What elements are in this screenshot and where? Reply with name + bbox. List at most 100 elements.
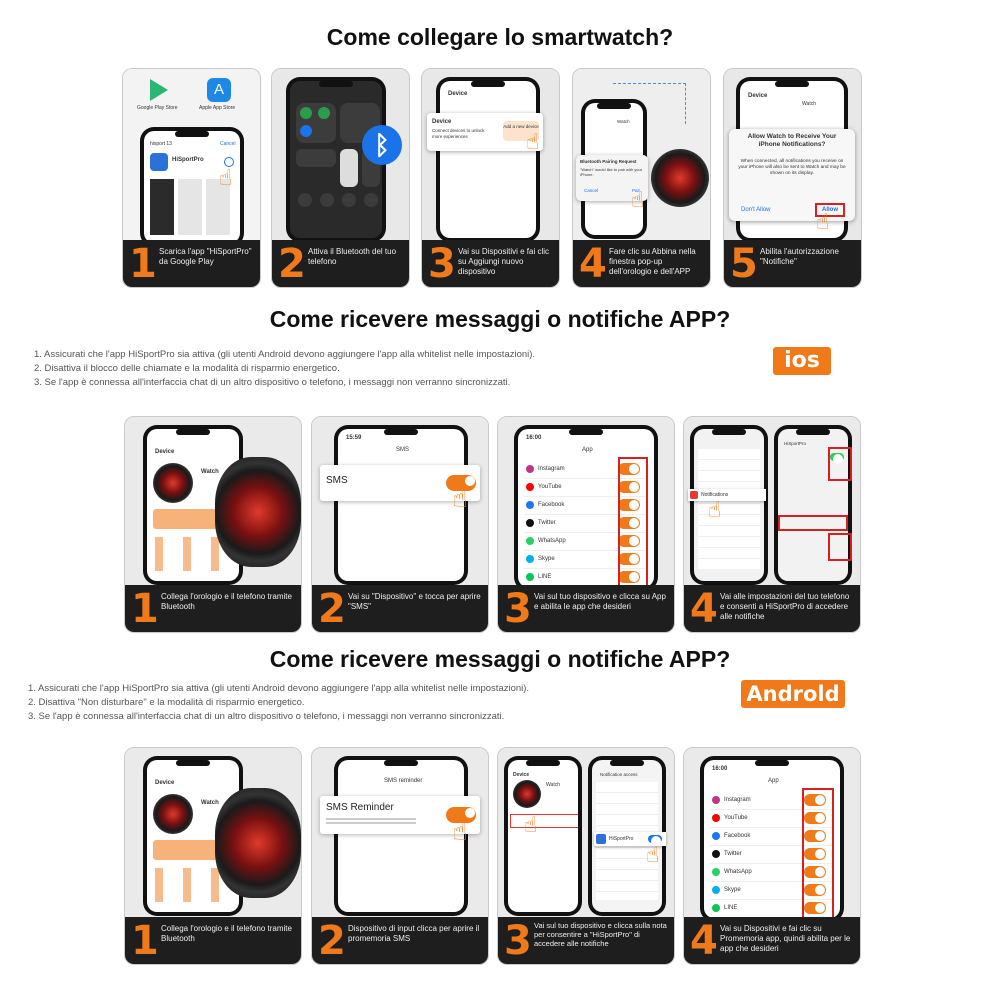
note-1: 1. Assicurati che l'app HiSportPro sia a…	[28, 683, 530, 694]
screen-title: Notification access	[600, 772, 638, 777]
app-preview-1	[150, 179, 174, 235]
device-header: Device	[513, 772, 530, 778]
android-step-3: Device Watch ☝ Notification access HiSpo…	[497, 747, 675, 965]
app-toggle[interactable]	[804, 794, 826, 806]
hisportpro-access-row[interactable]: HiSportPro	[594, 832, 666, 846]
app-toggle[interactable]	[618, 553, 640, 565]
allow-notifications-toggle[interactable]	[830, 453, 844, 464]
step-screenshot: Device Watch ☝ Notification access HiSpo…	[498, 748, 674, 917]
app-icon	[526, 537, 534, 545]
app-label: Instagram	[724, 797, 751, 803]
alerts-highlight	[778, 515, 848, 531]
dont-allow-button[interactable]: Don't Allow	[741, 207, 771, 213]
screen-title: App	[582, 447, 593, 453]
step-text: Abilita l'autorizzazione "Notifiche"	[760, 247, 839, 266]
note-2: 2. Disattiva il blocco delle chiamate e …	[34, 363, 340, 374]
step-text: Scarica l'app "HiSportPro" da Google Pla…	[159, 247, 252, 266]
pairing-cancel-button[interactable]: Cancel	[584, 188, 599, 193]
watch-label: Watch	[617, 119, 630, 124]
step-text: Dispositivo di input clicca per aprire i…	[348, 924, 480, 943]
airdrop-icon	[300, 125, 312, 137]
step-text: Fare clic su Abbina nella finestra pop-u…	[609, 247, 696, 276]
app-toggle[interactable]	[618, 499, 640, 511]
step-number: 2	[318, 586, 346, 632]
step-screenshot: Google Play Store A Apple App Store hisp…	[123, 69, 260, 240]
step-screenshot: Device Watch	[125, 417, 301, 585]
note-3: 3. Se l'app è connessa all'interfaccia c…	[34, 377, 511, 388]
ios-step-4: Notifications ☝ HiSportPro 4 Vai alle im…	[683, 416, 861, 633]
screen-title: App	[768, 778, 779, 784]
step-caption: 1 Collega l'orologio e il telefono trami…	[125, 917, 301, 964]
add-new-device-button[interactable]: Add a new device	[503, 121, 539, 141]
app-toggle[interactable]	[618, 463, 640, 475]
app-row: Twitter	[710, 846, 834, 864]
tap-hand-icon: ☝	[816, 209, 830, 234]
connect-step-5: Device Watch Allow Watch to Receive Your…	[723, 68, 862, 288]
step-caption: 4 Vai su Dispositivi e fai clic su Prome…	[684, 917, 860, 964]
app-toggle[interactable]	[804, 902, 826, 914]
step-caption: 1 Collega l'orologio e il telefono trami…	[125, 585, 301, 632]
watch-thumbnail	[513, 780, 541, 808]
step-caption: 3 Vai su Dispositivi e fai clic su Aggiu…	[422, 240, 559, 287]
app-row: LINE	[524, 569, 648, 585]
phone-sms: 15:59 SMS	[334, 425, 468, 585]
app-toggle[interactable]	[804, 812, 826, 824]
step-screenshot: SMS reminder SMS Reminder ☝	[312, 748, 488, 917]
hisportpro-access-toggle[interactable]	[648, 835, 662, 846]
notification-permission-dialog: Allow Watch to Receive Your iPhone Notif…	[729, 129, 855, 221]
watch-label: Watch	[802, 101, 816, 107]
app-toggle[interactable]	[618, 571, 640, 583]
android-notes: 1. Assicurati che l'app HiSportPro sia a…	[28, 682, 529, 724]
status-time: 16:00	[526, 435, 542, 441]
app-icon	[712, 904, 720, 912]
sms-reminder-toggle[interactable]	[446, 807, 476, 823]
note-banner[interactable]	[510, 814, 578, 828]
app-icon	[526, 573, 534, 581]
allow-button[interactable]: Allow	[815, 203, 845, 217]
app-label: Facebook	[724, 833, 751, 839]
bluetooth-icon: ᛒ	[362, 125, 402, 165]
step-caption: 3 Vai sul tuo dispositivo e clicca su Ap…	[498, 585, 674, 632]
app-toggle[interactable]	[804, 884, 826, 896]
flashlight-icon	[298, 193, 312, 207]
step-number: 4	[579, 241, 607, 287]
step-caption: 2 Dispositivo di input clicca per aprire…	[312, 917, 488, 964]
sms-toggle[interactable]	[446, 475, 476, 491]
google-play-label: Google Play Store	[137, 105, 178, 111]
download-icon	[224, 157, 234, 167]
app-row: YouTube	[524, 479, 648, 497]
phone-device: Device Watch	[143, 425, 243, 585]
app-toggle[interactable]	[618, 481, 640, 493]
camera-icon	[364, 193, 378, 207]
step-number: 2	[318, 918, 346, 964]
pairing-pair-button[interactable]: Pair	[632, 188, 641, 193]
app-row: Skype	[710, 882, 834, 900]
app-toggle[interactable]	[618, 535, 640, 547]
dialog-body: When connected, all notifications you re…	[738, 159, 846, 176]
app-store-icon: A	[207, 78, 231, 102]
device-header: Device	[155, 780, 175, 786]
section-title-connect: Come collegare lo smartwatch?	[326, 24, 674, 50]
step-number: 3	[428, 241, 456, 287]
app-toggle[interactable]	[804, 830, 826, 842]
dialog-title: Allow Watch to Receive Your iPhone Notif…	[747, 133, 837, 148]
step-number: 3	[504, 586, 532, 632]
step-screenshot: 15:59 SMS SMS ☝	[312, 417, 488, 585]
app-toggle[interactable]	[618, 517, 640, 529]
phone-store: hisport 13 Cancel HiSportPro	[140, 127, 244, 240]
toggles-highlight	[802, 788, 834, 917]
app-label: Twitter	[724, 851, 742, 857]
sms-reminder-row: SMS Reminder	[320, 796, 480, 834]
note-2: 2. Disattiva "Non disturbare" e la modal…	[28, 697, 305, 708]
notifications-label: Notifications	[701, 492, 729, 498]
app-row: Facebook	[710, 828, 834, 846]
app-row: Facebook	[524, 497, 648, 515]
notifications-item[interactable]: Notifications	[688, 489, 766, 501]
app-toggle[interactable]	[804, 848, 826, 860]
app-toggle[interactable]	[804, 866, 826, 878]
step-number: 3	[504, 918, 532, 964]
focus-block	[296, 149, 336, 167]
section-title-android: Come ricevere messaggi o notifiche APP?	[269, 646, 731, 672]
phone-device: Device	[436, 77, 540, 240]
